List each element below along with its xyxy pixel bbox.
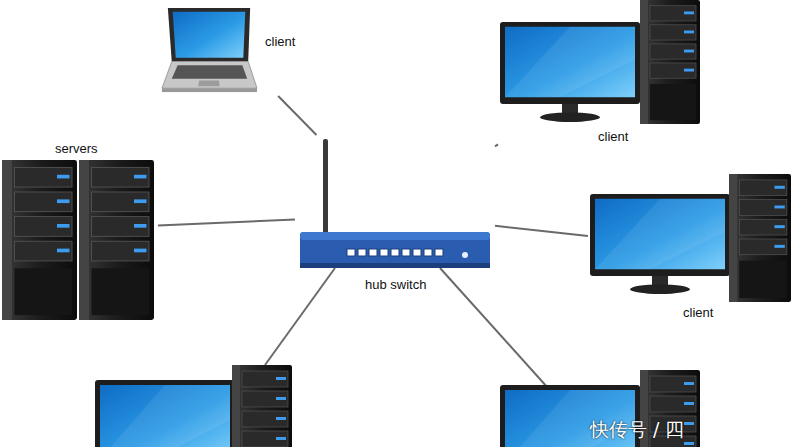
hub-switch: hub switch [295,135,495,295]
cable [265,268,335,365]
device-label: hub switch [365,277,426,292]
device-label: client [598,129,628,144]
network-cable [158,219,295,225]
desktop-client: client [498,0,703,148]
device-illustration [158,4,308,96]
network-cable [495,226,588,236]
monitor [95,380,235,447]
device-label: client [683,305,713,320]
network-cable [278,96,316,135]
network-cable [495,144,498,146]
server-group: servers [0,138,158,320]
watermark-text: 快传号 / 四 [590,418,684,440]
tower [232,365,292,447]
device-illustration [498,0,703,148]
laptop-client: client [158,4,308,96]
device-illustration [588,172,793,322]
watermark: 快传号 / 四 [590,417,684,443]
cable [440,268,548,388]
device-label: client [265,34,295,49]
desktop-client: client [588,172,793,322]
device-label: servers [55,141,98,156]
device-illustration [295,135,495,295]
device-illustration [0,138,158,320]
